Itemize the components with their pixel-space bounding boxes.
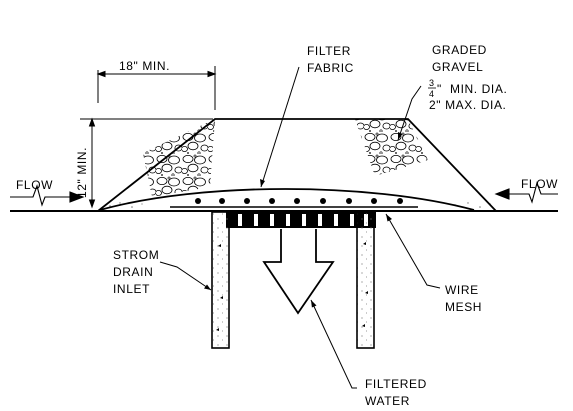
filtered-water-arrow xyxy=(262,229,335,315)
gravel-rocks-left xyxy=(143,119,215,197)
filter-fabric-label-1: FILTER xyxy=(307,44,351,58)
leader-arrowheads xyxy=(204,132,403,308)
graded-gravel-label-1: GRADED xyxy=(432,43,487,57)
gravel-min-label: MIN. DIA. xyxy=(450,82,507,96)
gravel-min-fraction-num: 3 xyxy=(429,78,435,88)
dimension-width-label: 18" MIN. xyxy=(119,59,170,73)
inlet-grate xyxy=(226,212,376,228)
wire-mesh-dots xyxy=(195,198,403,204)
gravel-max-label: 2" MAX. DIA. xyxy=(429,98,506,112)
inlet-wall-marks xyxy=(216,242,368,331)
flow-arrow-right xyxy=(494,181,558,204)
gravel-min-suffix: " xyxy=(437,82,442,96)
filtered-water-label-1: FILTERED xyxy=(365,377,427,391)
storm-drain-label-2: DRAIN xyxy=(113,265,153,279)
inlet-wall-right xyxy=(356,211,375,349)
flow-left-label: FLOW xyxy=(16,178,53,192)
leader-lines xyxy=(159,66,441,389)
dimension-width xyxy=(96,66,217,110)
dimension-height xyxy=(80,117,213,209)
storm-drain-label-3: INLET xyxy=(113,282,150,296)
flow-arrow-left xyxy=(10,184,85,207)
flow-right-label: FLOW xyxy=(521,177,558,191)
gravel-rocks-right xyxy=(355,119,428,176)
filter-fabric-line xyxy=(99,188,475,211)
graded-gravel-label-2: GRAVEL xyxy=(432,60,483,74)
filtered-water-label-2: WATER xyxy=(365,394,410,408)
dimension-height-label: 12" MIN. xyxy=(75,147,89,198)
filter-fabric-label-2: FABRIC xyxy=(307,61,354,75)
inlet-wall-left xyxy=(211,211,230,349)
wire-mesh-label-2: MESH xyxy=(445,300,482,314)
wire-mesh-label-1: WIRE xyxy=(445,283,479,297)
gravel-min-fraction-den: 4 xyxy=(429,89,435,99)
storm-drain-label-1: STROM xyxy=(113,248,159,262)
